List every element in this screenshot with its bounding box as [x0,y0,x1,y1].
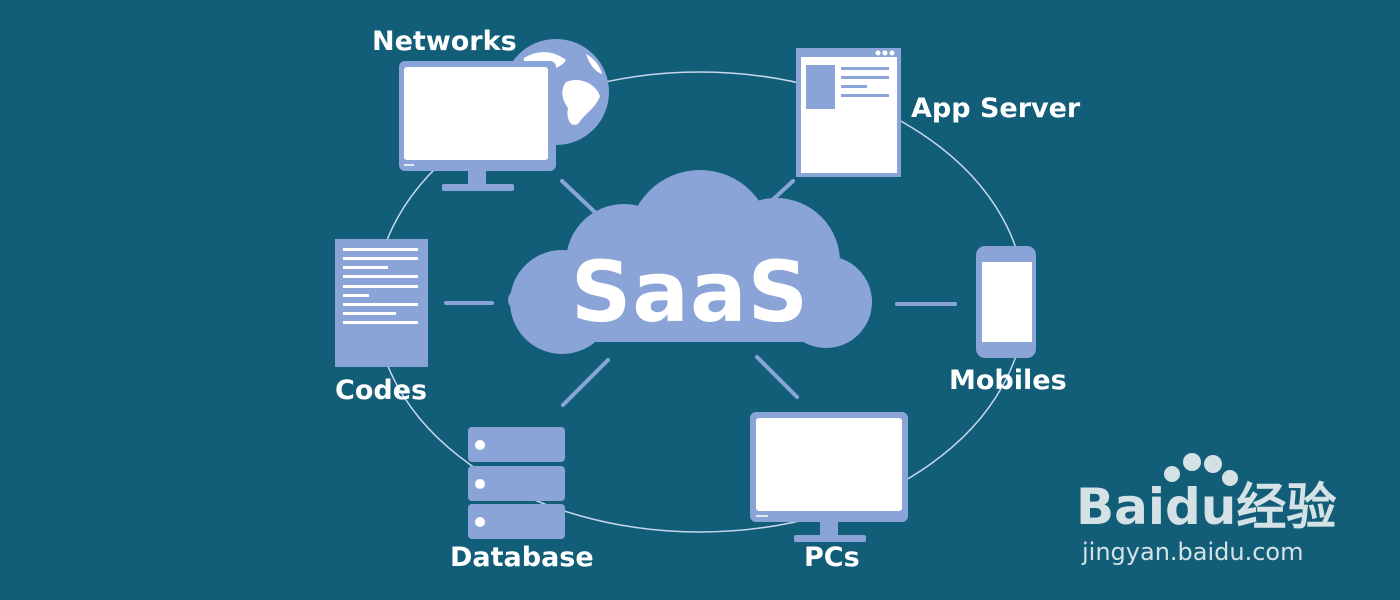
connector-database [561,358,610,407]
paw-logo-icon [1164,453,1238,486]
phone-icon [976,246,1036,358]
label-codes: Codes [335,375,428,406]
label-app-server: App Server [911,93,1081,124]
monitor-icon-networks [399,61,556,191]
watermark-url: jingyan.baidu.com [1082,538,1304,566]
connector-networks [560,179,602,219]
database-icon [468,427,565,539]
connector-pcs [755,355,799,399]
browser-window-icon [796,48,901,177]
label-pcs: PCs [804,542,860,573]
cloud-title: SaaS [570,243,810,341]
cloud-icon [508,170,872,354]
label-database: Database [450,542,594,573]
label-networks: Networks [372,26,517,57]
monitor-icon-pcs [750,412,908,542]
document-icon [335,239,428,367]
watermark-logo: Baidu经验 [1076,478,1337,536]
label-mobiles: Mobiles [949,365,1067,396]
